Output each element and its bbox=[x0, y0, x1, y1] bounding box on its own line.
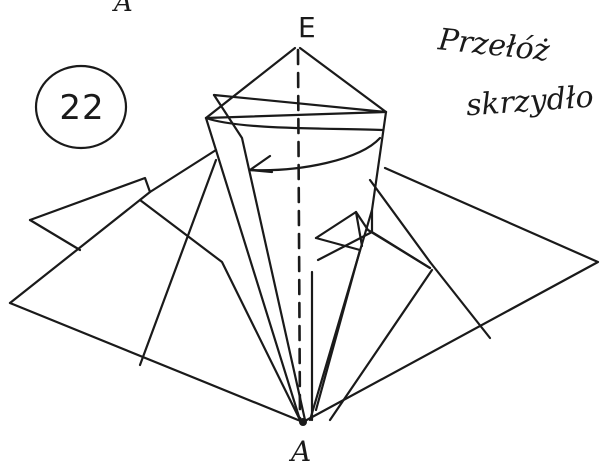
left-wing-crease bbox=[138, 198, 302, 422]
step-number: 22 bbox=[59, 88, 105, 128]
cone-inner-rim bbox=[212, 93, 388, 114]
left-wing-top-flap bbox=[28, 176, 152, 222]
turn-arrow-curve bbox=[248, 136, 382, 172]
cone-band bbox=[204, 116, 384, 132]
bottom-apex-dot bbox=[299, 418, 307, 426]
inner-flap-2 bbox=[314, 236, 362, 412]
label-top-a: A bbox=[114, 0, 133, 18]
inner-flap-3 bbox=[354, 210, 364, 248]
inner-flap-5 bbox=[316, 230, 374, 262]
turn-arrow-head bbox=[248, 154, 274, 174]
left-wing-fold-line bbox=[28, 218, 82, 252]
cone-apex-left bbox=[204, 46, 297, 120]
label-e: E bbox=[298, 11, 316, 44]
cone-left-edge bbox=[204, 116, 302, 422]
inner-flap-7 bbox=[328, 268, 434, 422]
left-wing-lower-edge bbox=[8, 301, 305, 424]
label-bottom-a: A bbox=[291, 435, 312, 468]
cone-back-edge bbox=[212, 93, 307, 422]
right-wing-inner-edge bbox=[368, 178, 432, 264]
center-fold-axis bbox=[296, 48, 302, 422]
right-wing-crease bbox=[428, 260, 492, 340]
right-wing-outer-edge bbox=[301, 166, 600, 424]
left-wing-inner-line bbox=[138, 158, 218, 367]
cone-apex-right bbox=[298, 46, 388, 114]
cone-right-edge bbox=[308, 110, 388, 422]
cone-top-rim bbox=[204, 110, 388, 120]
step-circle bbox=[34, 64, 128, 150]
